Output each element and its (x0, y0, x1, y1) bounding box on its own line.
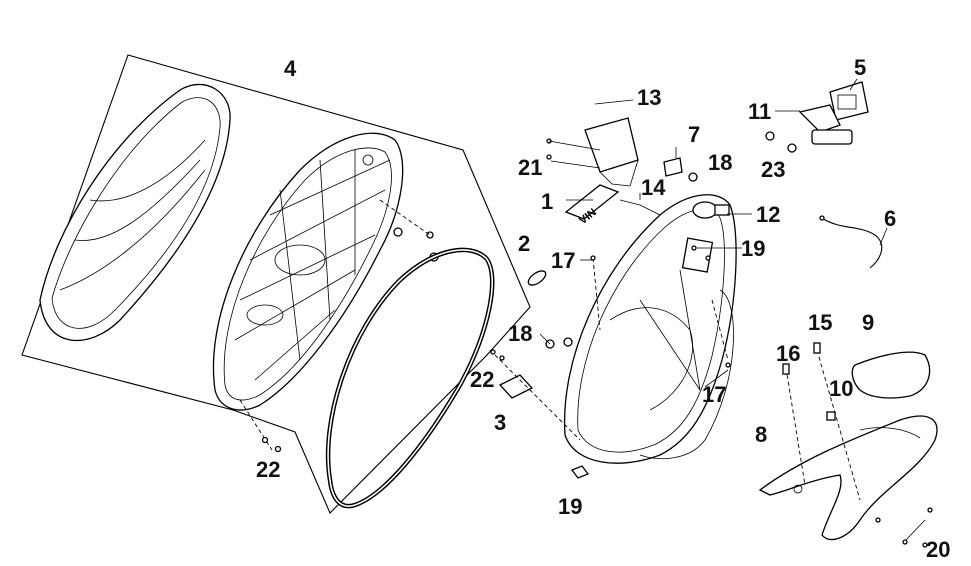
bolt-23-b (787, 143, 797, 153)
callout-3: 3 (494, 410, 506, 435)
callout-11: 11 (748, 99, 771, 124)
screw-17-top (592, 257, 601, 331)
callout-17: 17 (551, 248, 575, 273)
callout-19: 19 (741, 236, 765, 261)
fasteners-21 (546, 138, 601, 169)
pocket-cover-13 (584, 117, 639, 187)
callout-10: 10 (829, 376, 853, 401)
cable-6 (819, 215, 883, 269)
stopper-2 (527, 270, 547, 286)
callout-23: 23 (761, 157, 785, 182)
seat-seal-strip (325, 247, 495, 509)
callout-18: 18 (508, 321, 532, 346)
callout-12: 12 (756, 202, 780, 227)
callout-15: 15 (808, 310, 832, 335)
rear-carrier-8 (758, 415, 938, 541)
callout-labels: 4 13 21 1 7 18 14 12 2 17 19 5 11 23 6 1… (256, 55, 950, 562)
nut-19-bottom (570, 465, 590, 479)
bolt-23-a (765, 131, 775, 141)
callout-8: 8 (755, 422, 767, 447)
seat-screws-22 (239, 399, 282, 453)
callout-4: 4 (284, 56, 297, 81)
nut-10 (826, 411, 836, 421)
helmet-box (563, 194, 737, 464)
callout-1: 1 (541, 189, 553, 214)
callout-17: 17 (702, 382, 726, 407)
callout-2: 2 (518, 231, 530, 256)
callout-22: 22 (470, 367, 494, 392)
callout-14: 14 (641, 175, 666, 200)
seat-group-frame (21, 54, 531, 514)
backrest-9 (851, 351, 931, 399)
cap-18-right (563, 337, 573, 347)
vin-plate-1: VIN (564, 184, 620, 227)
callout-22: 22 (256, 457, 280, 482)
latch-12 (714, 204, 730, 216)
bolt-16 (785, 367, 806, 486)
hinge-3 (489, 349, 581, 441)
callout-9: 9 (862, 310, 874, 335)
callout-18: 18 (708, 150, 732, 175)
callout-13: 13 (637, 85, 661, 110)
callout-16: 16 (776, 341, 800, 366)
callout-5: 5 (854, 55, 866, 80)
seat-base (212, 132, 404, 411)
callout-6: 6 (884, 206, 896, 231)
bolt-15 (816, 349, 861, 501)
bracket-11 (798, 104, 853, 145)
label-7 (663, 157, 683, 177)
callout-7: 7 (688, 122, 700, 147)
leader-lines (539, 78, 926, 541)
callout-21: 21 (518, 155, 542, 180)
clip-14 (619, 199, 661, 216)
cap-18-top (688, 172, 698, 182)
seat-cushion (39, 83, 231, 342)
callout-19: 19 (558, 494, 582, 519)
screw-17-right (711, 299, 729, 361)
latch-assembly-5 (829, 81, 869, 121)
callout-20: 20 (926, 537, 950, 562)
